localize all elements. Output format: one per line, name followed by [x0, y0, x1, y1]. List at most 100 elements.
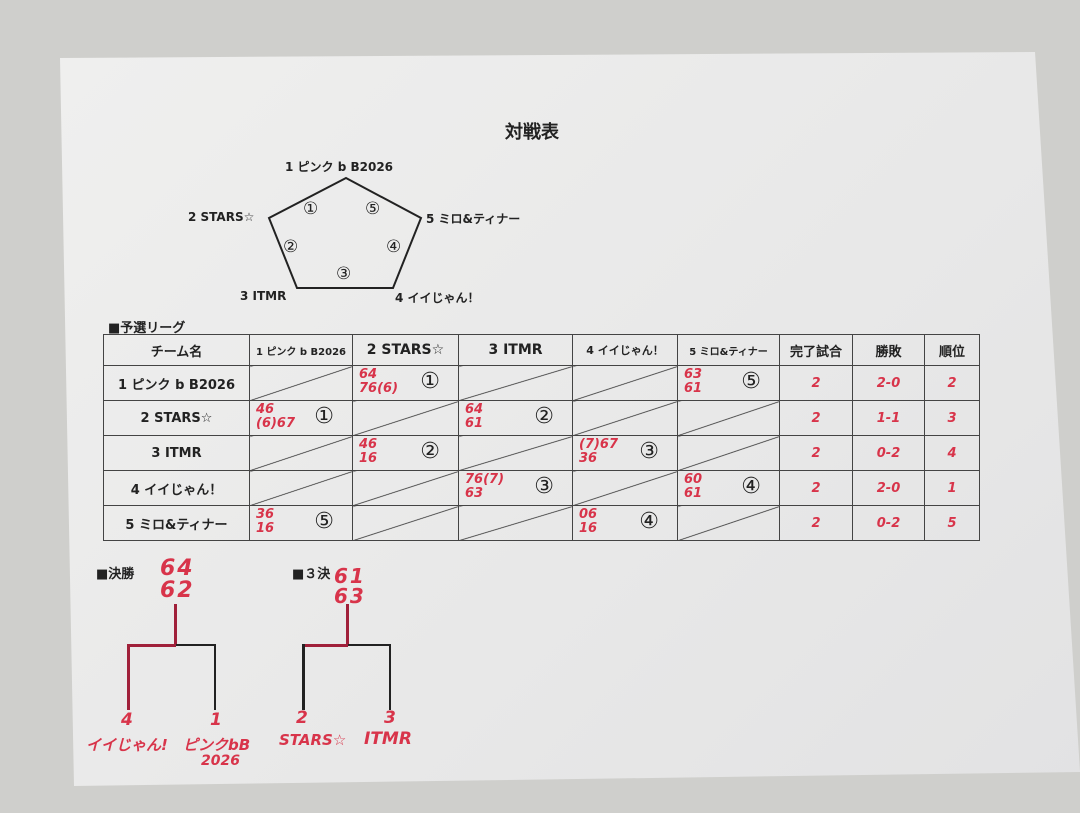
- set-scores: 76(7)63: [465, 473, 504, 501]
- third-stem: [346, 604, 349, 646]
- third-right-branch: [348, 644, 390, 646]
- column-header: チーム名: [103, 334, 250, 366]
- match-number: ⑤: [741, 369, 761, 394]
- third-right-name: ITMR: [364, 729, 412, 749]
- third-right-seed: 3: [384, 708, 396, 728]
- set-score: 36: [256, 507, 275, 522]
- team-name-cell: 1 ピンク b B2026: [103, 365, 250, 401]
- empty-cell: [352, 400, 459, 436]
- match-number: ①: [420, 369, 440, 394]
- played-cell: 2: [779, 470, 853, 506]
- empty-cell: [572, 365, 678, 401]
- final-stem: [174, 604, 177, 646]
- set-score: 36: [579, 451, 598, 466]
- third-place-heading: ■３決: [292, 567, 331, 582]
- column-header: 2 STARS☆: [352, 334, 459, 366]
- team-name-cell: 3 ITMR: [103, 435, 250, 471]
- set-score: 63: [684, 367, 703, 382]
- edge-match-2: ②: [283, 237, 299, 257]
- set-score: 46: [359, 437, 378, 452]
- vertex-team-2: 2 STARS☆: [188, 210, 255, 224]
- set-score: 06: [579, 507, 598, 522]
- empty-cell: [572, 400, 678, 436]
- set-score: 61: [465, 416, 484, 431]
- final-right-name-line2: 2026: [201, 753, 240, 769]
- final-right-leg: [214, 644, 216, 710]
- match-number: ③: [534, 474, 554, 499]
- third-left-leg: [302, 644, 305, 710]
- set-score: 60: [684, 472, 703, 487]
- record-cell: 1-1: [852, 400, 925, 436]
- set-score: 64: [465, 402, 484, 417]
- set-score: 61: [684, 486, 703, 501]
- set-score: 16: [579, 521, 598, 536]
- empty-cell: [572, 470, 678, 506]
- pentagon-shape: [267, 176, 423, 289]
- column-header: 順位: [924, 334, 980, 366]
- empty-cell: [352, 470, 459, 506]
- edge-match-5: ⑤: [365, 199, 381, 219]
- empty-cell: [677, 505, 780, 541]
- record-cell: 0-2: [852, 505, 925, 541]
- record-cell: 2-0: [852, 470, 925, 506]
- empty-cell: [677, 400, 780, 436]
- rank-cell: 2: [924, 365, 980, 401]
- set-score: 76(6): [359, 381, 399, 396]
- team-name-cell: 5 ミロ&ティナー: [103, 505, 250, 541]
- rank-cell: 5: [924, 505, 980, 541]
- third-score-set2: 63: [334, 584, 366, 608]
- edge-match-3: ③: [336, 264, 352, 284]
- column-header: 4 イイじゃん！: [572, 334, 678, 366]
- empty-cell: [249, 365, 353, 401]
- match-number: ④: [741, 474, 761, 499]
- team-name-cell: 4 イイじゃん！: [103, 470, 250, 506]
- result-cell: 76(7)63 ③: [458, 470, 573, 506]
- empty-cell: [677, 435, 780, 471]
- page-title: 対戦表: [505, 122, 559, 143]
- set-score: 16: [256, 521, 275, 536]
- column-header: 完了試合: [779, 334, 853, 366]
- record-cell: 2-0: [852, 365, 925, 401]
- empty-cell: [458, 365, 573, 401]
- third-winner-branch: [303, 644, 348, 647]
- edge-match-1: ①: [303, 199, 319, 219]
- played-cell: 2: [779, 505, 853, 541]
- final-winner-branch: [129, 644, 176, 647]
- final-right-seed: 1: [210, 710, 222, 730]
- column-header: 3 ITMR: [458, 334, 573, 366]
- edge-match-4: ④: [386, 237, 402, 257]
- played-cell: 2: [779, 435, 853, 471]
- set-score: 63: [465, 486, 484, 501]
- final-right-name: ピンクbB: [183, 736, 251, 754]
- empty-cell: [352, 505, 459, 541]
- rank-cell: 4: [924, 435, 980, 471]
- final-left-name: イイじゃん!: [86, 736, 168, 754]
- match-number: ②: [420, 439, 440, 464]
- rank-cell: 3: [924, 400, 980, 436]
- final-score-set1: 64: [160, 556, 195, 581]
- set-score: (7)67: [579, 437, 619, 452]
- set-scores: 46(6)67: [256, 403, 295, 431]
- column-header: 5 ミロ&ティナー: [677, 334, 780, 366]
- empty-cell: [249, 470, 353, 506]
- third-left-seed: 2: [296, 708, 308, 728]
- third-right-leg: [389, 644, 391, 710]
- vertex-team-4: 4 イイじゃん！: [395, 291, 480, 305]
- set-score: 76(7): [465, 472, 505, 487]
